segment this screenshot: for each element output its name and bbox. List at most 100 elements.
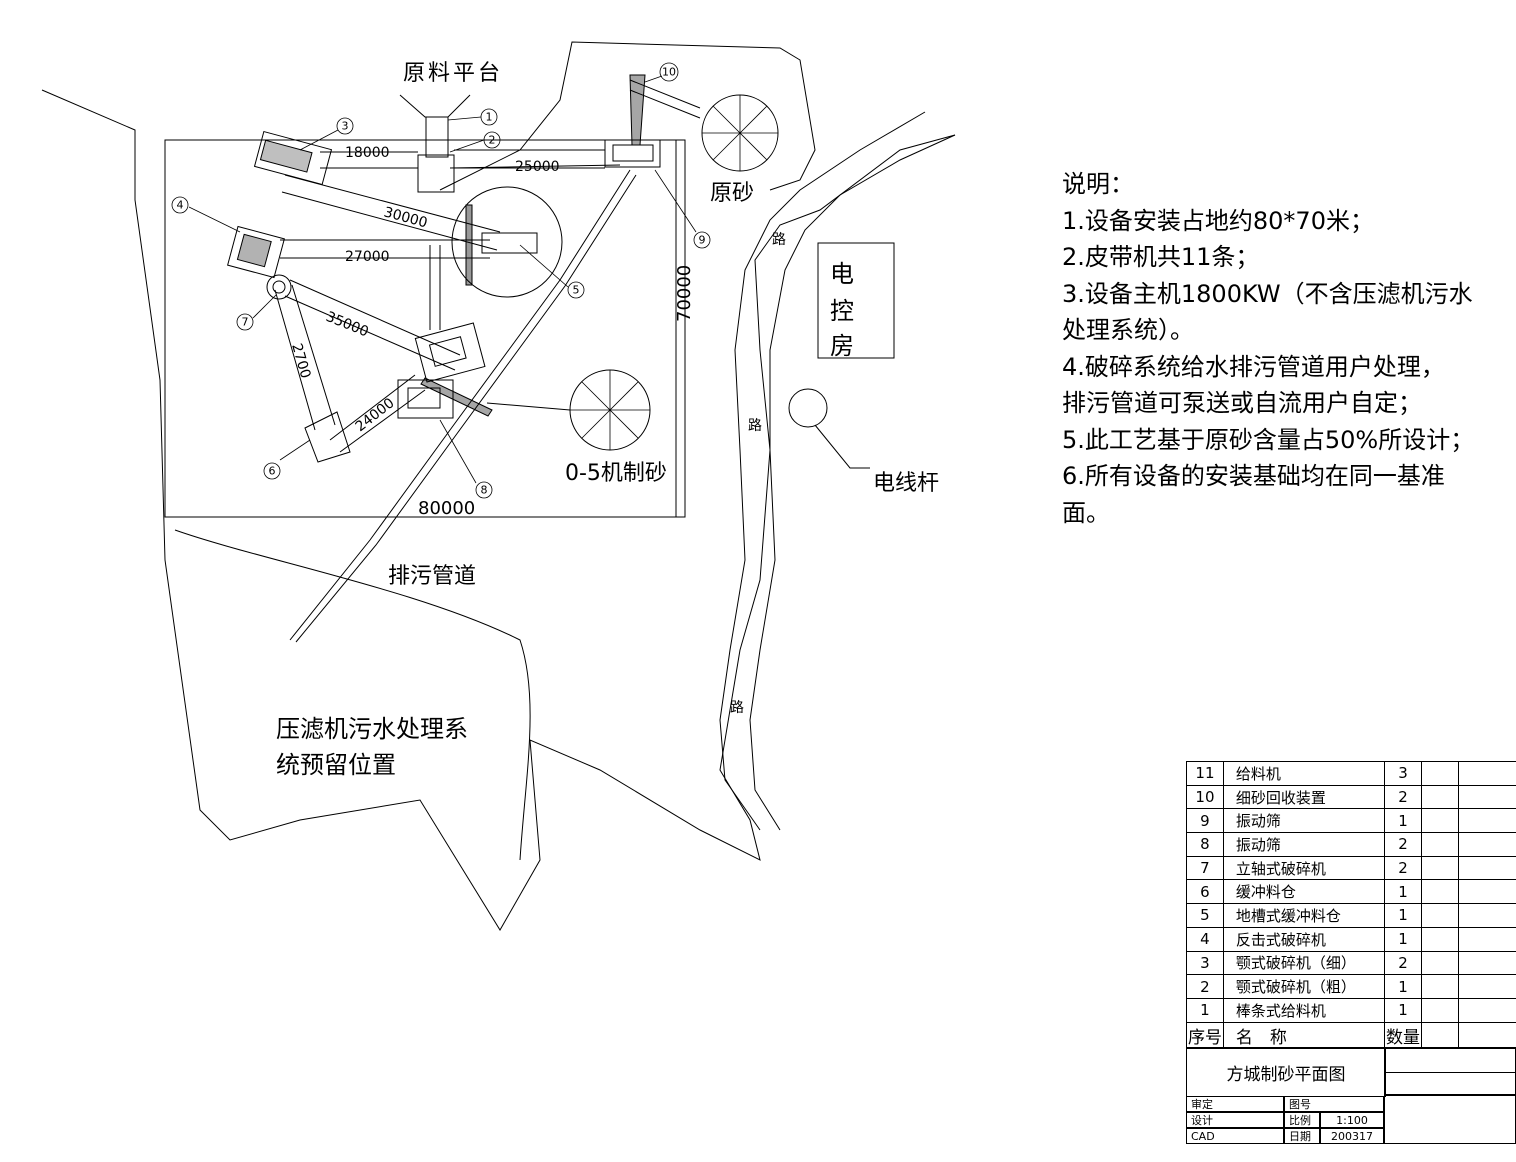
bom-cell-qty: 1: [1383, 808, 1423, 834]
bom-blank-cell: [1457, 974, 1516, 999]
bom-header-name: 名 称: [1222, 1021, 1385, 1049]
bom-blank-cell: [1457, 926, 1516, 952]
bom-cell-no: 6: [1186, 879, 1224, 905]
note-line: 4.破碎系统给水排污管道用户处理，: [1062, 352, 1445, 381]
bom-blank-cell: [1421, 761, 1459, 786]
notes-title: 说明：: [1062, 170, 1134, 198]
bom-cell-qty: 3: [1383, 761, 1423, 786]
bom-blank-cell: [1457, 761, 1516, 786]
scale-value: 1:100: [1320, 1112, 1384, 1128]
bom-blank-cell: [1421, 808, 1459, 834]
bom-cell-qty: 1: [1383, 974, 1423, 999]
road-label-2: 路: [748, 418, 762, 434]
impact-crusher: [227, 225, 285, 279]
bom-cell-no: 5: [1186, 903, 1224, 928]
road-east-edge: [749, 134, 956, 831]
callout-6: 6: [269, 465, 276, 478]
callout-leaders: [188, 75, 697, 484]
pole-circle: [788, 388, 828, 428]
control-room-char-1: 电: [830, 260, 854, 288]
bom-cell-name: 给料机: [1222, 761, 1385, 786]
bom-blank-cell: [1421, 903, 1459, 928]
bom-cell-name: 颚式破碎机（细）: [1222, 950, 1385, 976]
bom-cell-qty: 1: [1383, 997, 1423, 1023]
bom-blank-cell: [1457, 879, 1516, 905]
raw-platform-hopper: [399, 94, 471, 118]
note-line: 3.设备主机1800KW（不含压滤机污水: [1062, 279, 1473, 308]
bom-blank-cell: [1421, 832, 1459, 857]
bom-header-qty: 数量: [1383, 1021, 1423, 1049]
raw-sand-label: 原砂: [710, 181, 754, 206]
raw-platform-label: 原料平台: [403, 61, 503, 86]
screen-8-chute: [420, 377, 493, 417]
control-room-box: [817, 242, 895, 359]
bom-cell-name: 细砂回收装置: [1222, 784, 1385, 810]
callout-9: 9: [699, 234, 706, 247]
bom-blank-cell: [1457, 855, 1516, 881]
note-line: 6.所有设备的安装基础均在同一基准: [1062, 462, 1445, 490]
design-notes: 说明： 1.设备安装占地约80*70米； 2.皮带机共11条； 3.设备主机18…: [1062, 166, 1514, 531]
note-line: 面。: [1062, 498, 1110, 527]
bom-cell-no: 9: [1186, 808, 1224, 834]
bom-cell-no: 1: [1186, 997, 1224, 1023]
design-label: 设计: [1186, 1112, 1284, 1128]
road-west-edge: [719, 111, 926, 831]
vsi-crusher: [266, 274, 292, 300]
bom-cell-name: 地槽式缓冲料仓: [1222, 903, 1385, 928]
sewage-pipe-label: 排污管道: [388, 564, 476, 589]
dim-35000: 35000: [324, 309, 371, 341]
jaw-crusher-fine: [253, 130, 333, 186]
bom-cell-no: 2: [1186, 974, 1224, 999]
bom-blank-cell: [1421, 950, 1459, 976]
bom-blank-cell: [1457, 903, 1516, 928]
road-label-3: 路: [730, 700, 744, 716]
bom-cell-no: 8: [1186, 832, 1224, 857]
callout-circles: [171, 62, 711, 499]
note-line: 处理系统）。: [1062, 316, 1194, 344]
dim-30000: 30000: [382, 204, 429, 231]
dim-27000-h: 27000: [345, 249, 390, 265]
callout-1: 1: [486, 111, 493, 124]
bom-blank-cell: [1421, 855, 1459, 881]
control-room-char-2: 控: [830, 297, 854, 325]
bom-cell-no: 7: [1186, 855, 1224, 881]
site-top-boundary: [439, 41, 816, 191]
reserved-area-line-2: 统预留位置: [276, 751, 396, 779]
bom-blank-cell: [1421, 879, 1459, 905]
bom-blank-cell: [1457, 832, 1516, 857]
title-block: 方城制砂平面图 审定 图号 设计 比例 1:100 CAD 日期 200317: [1186, 1047, 1516, 1144]
vibrating-screen-9: [604, 139, 661, 168]
dim-27000-v: 2700: [288, 342, 313, 381]
site-plan: 1 2 3 4 5 6 7 8 9 10 18000 25000 30000 2…: [41, 41, 956, 931]
callout-2: 2: [489, 134, 496, 147]
callout-3: 3: [342, 120, 349, 133]
bom-header-no: 序号: [1186, 1021, 1224, 1049]
bom-cell-no: 4: [1186, 926, 1224, 952]
bom-cell-qty: 2: [1383, 784, 1423, 810]
sewage-pipe: [289, 169, 637, 643]
bom-blank-cell: [1421, 997, 1459, 1023]
note-line: 5.此工艺基于原砂含量占50%所设计；: [1062, 425, 1475, 454]
bom-cell-qty: 2: [1383, 950, 1423, 976]
callout-5: 5: [573, 284, 580, 297]
bom-blank-cell: [1457, 784, 1516, 810]
buffer-bin-6: [304, 411, 351, 463]
bom-blank-cell: [1457, 997, 1516, 1023]
reserved-area-outline: [174, 529, 531, 861]
pole-label: 电线杆: [873, 471, 939, 496]
screen-upper: [414, 322, 486, 383]
table-header-row: 序号名 称数量: [1186, 1021, 1516, 1049]
road-label-1: 路: [772, 232, 786, 248]
sand-recovery-10: [629, 74, 646, 146]
note-line: 排污管道可泵送或自流用户自定；: [1062, 389, 1422, 417]
